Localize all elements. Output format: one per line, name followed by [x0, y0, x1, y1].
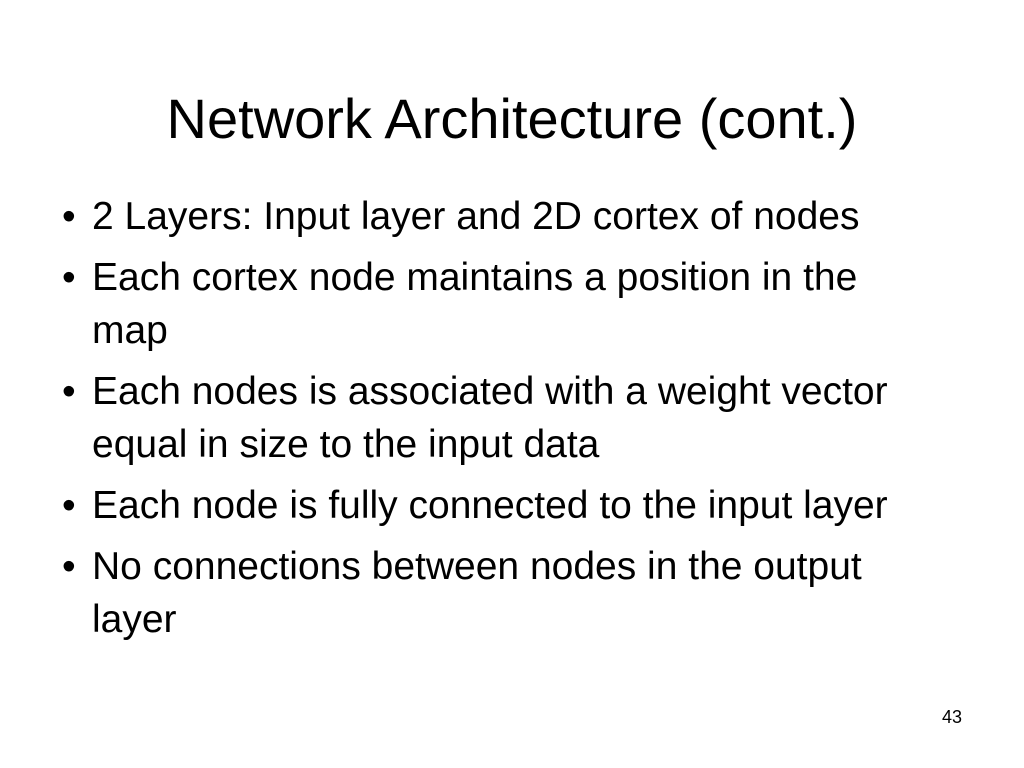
bullet-marker: • [62, 195, 76, 238]
slide-title: Network Architecture (cont.) [166, 87, 858, 150]
bullet-text: Each nodes is associated with a weight v… [92, 370, 888, 466]
bullet-text: 2 Layers: Input layer and 2D cortex of n… [92, 195, 860, 238]
bullet-item: • 2 Layers: Input layer and 2D cortex of… [62, 190, 922, 243]
bullet-text: Each node is fully connected to the inpu… [92, 484, 888, 527]
bullet-text: Each cortex node maintains a position in… [92, 256, 858, 352]
bullet-item: • Each nodes is associated with a weight… [62, 365, 922, 471]
bullet-item: • Each cortex node maintains a position … [62, 251, 922, 357]
bullet-marker: • [62, 370, 76, 413]
bullet-item: • No connections between nodes in the ou… [62, 540, 922, 646]
bullet-marker: • [62, 484, 76, 527]
bullet-marker: • [62, 545, 76, 588]
bullet-text: No connections between nodes in the outp… [92, 545, 862, 641]
slide-number: 43 [941, 707, 962, 727]
bullet-marker: • [62, 256, 76, 299]
bullet-item: • Each node is fully connected to the in… [62, 479, 922, 532]
bullet-list: • 2 Layers: Input layer and 2D cortex of… [62, 190, 922, 654]
